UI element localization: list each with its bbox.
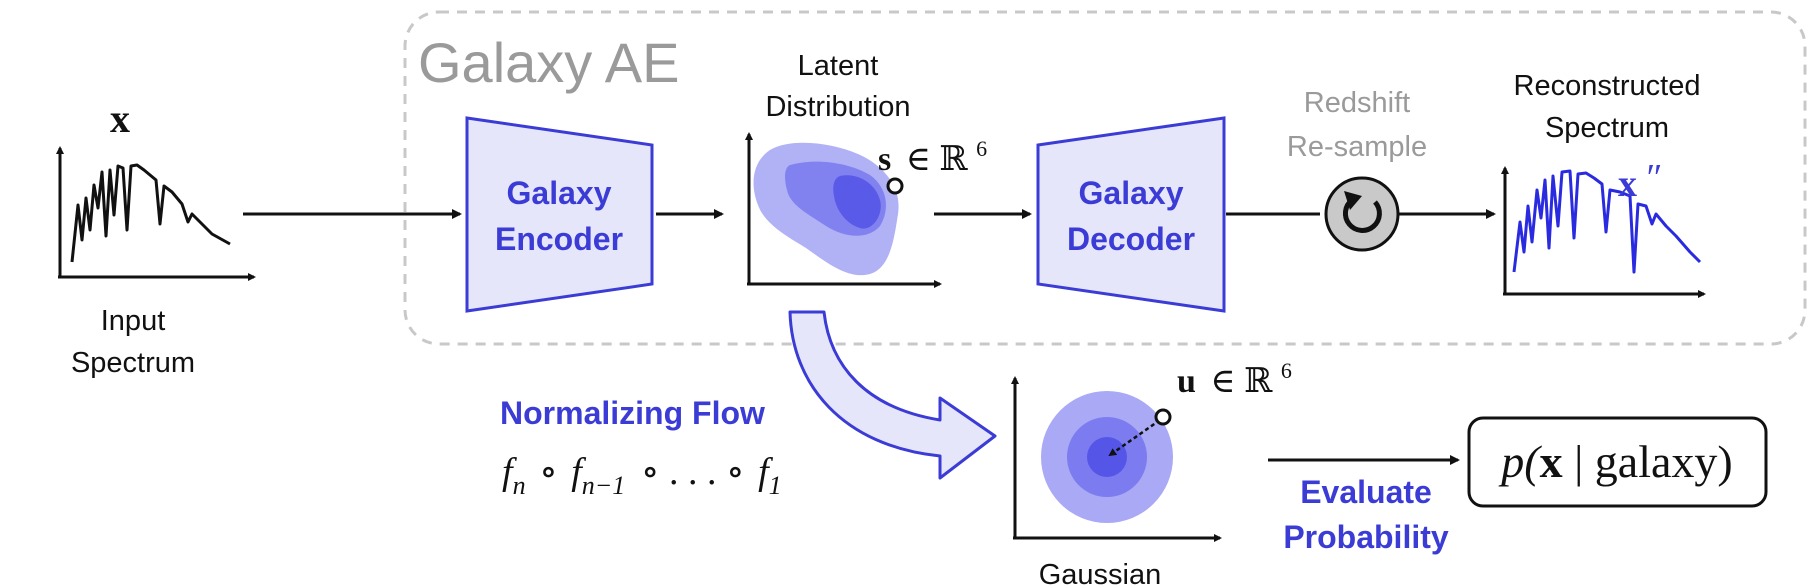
encoder-trapezoid — [465, 116, 654, 313]
flow-composition-formula: fn ∘ fn−1 ∘ . . . ∘ f1 — [502, 451, 782, 503]
redshift-circle — [1324, 176, 1400, 252]
flow-fn1-sub: n−1 — [582, 471, 626, 500]
gaussian-sample-point — [1154, 408, 1172, 426]
input-spectrum-plot: x Input Spectrum — [56, 96, 256, 379]
decoder-label-line2: Decoder — [1067, 221, 1195, 257]
probability-expression: p(x | galaxy) — [1498, 436, 1733, 487]
probability-box-border — [1467, 416, 1768, 508]
gaussian-radius-arrow — [1108, 418, 1161, 457]
prob-x: x — [1540, 436, 1563, 487]
galaxy-ae-group-border — [403, 10, 1807, 346]
flow-compose-1: ∘ — [539, 451, 558, 493]
redshift-resample-node: Redshift Re-sample — [1287, 87, 1427, 252]
reconstructed-title-line2: Spectrum — [1545, 112, 1669, 144]
reconstructed-spectrum-curve — [1512, 169, 1702, 274]
flow-dots: ∘ . . . ∘ — [641, 451, 745, 493]
input-symbol: x — [110, 96, 130, 141]
reconstructed-spectrum-plot: Reconstructed Spectrum x ″ — [1501, 70, 1706, 298]
input-spectrum-curve — [70, 163, 231, 263]
flow-fn-sub: n — [513, 471, 526, 500]
latent-blob-inner — [833, 175, 881, 229]
input-label-line2: Spectrum — [71, 347, 195, 379]
galaxy-encoder-block: Galaxy Encoder — [465, 116, 654, 313]
decoder-trapezoid — [1036, 116, 1226, 313]
prob-bar: | — [1563, 436, 1595, 487]
flow-f1-sub: 1 — [769, 471, 782, 500]
prob-galaxy: galaxy — [1595, 436, 1718, 487]
latent-space-label: s ∈ ℝ 6 — [878, 136, 987, 178]
gaussian-inner-ring — [1087, 437, 1127, 477]
galaxy-ae-title: Galaxy AE — [418, 31, 679, 94]
probability-output-box: p(x | galaxy) — [1467, 416, 1768, 508]
redshift-label-line1: Redshift — [1304, 87, 1410, 119]
prob-close: ) — [1717, 436, 1732, 487]
latent-title-line1: Latent — [798, 50, 879, 82]
latent-exp: 6 — [976, 136, 987, 161]
reconstructed-prime: ″ — [1647, 157, 1663, 199]
decoder-label-line1: Galaxy — [1079, 175, 1184, 211]
normalizing-flow-arrow — [788, 310, 997, 480]
latent-var: s — [878, 141, 891, 178]
normalizing-flow-label: Normalizing Flow — [500, 395, 765, 431]
encoder-label-line2: Encoder — [495, 221, 623, 257]
resample-cycle-arrowhead — [1344, 191, 1362, 210]
gaussian-space: ∈ ℝ — [1210, 363, 1273, 400]
prob-p: p( — [1498, 436, 1542, 487]
gaussian-plot: u ∈ ℝ 6 Gaussian — [1011, 358, 1292, 588]
reconstructed-symbol-label: x ″ — [1618, 157, 1662, 205]
evaluate-label-line1: Evaluate — [1300, 474, 1432, 510]
gaussian-var: u — [1177, 363, 1196, 400]
latent-distribution-plot: Latent Distribution s ∈ ℝ 6 — [745, 50, 987, 288]
reconstructed-symbol: x — [1618, 163, 1637, 205]
gaussian-label: Gaussian — [1039, 559, 1162, 588]
gaussian-space-label: u ∈ ℝ 6 — [1177, 358, 1292, 400]
evaluate-label-line2: Probability — [1283, 519, 1449, 555]
reconstructed-title-line1: Reconstructed — [1514, 70, 1701, 102]
latent-space: ∈ ℝ — [906, 141, 969, 178]
latent-title-line2: Distribution — [765, 91, 910, 123]
resample-cycle-icon — [1342, 198, 1382, 233]
gaussian-exp: 6 — [1281, 358, 1292, 383]
redshift-label-line2: Re-sample — [1287, 131, 1427, 163]
galaxy-decoder-block: Galaxy Decoder — [1036, 116, 1226, 313]
encoder-label-line1: Galaxy — [507, 175, 612, 211]
latent-sample-point — [886, 177, 904, 195]
input-label-line1: Input — [101, 305, 166, 337]
